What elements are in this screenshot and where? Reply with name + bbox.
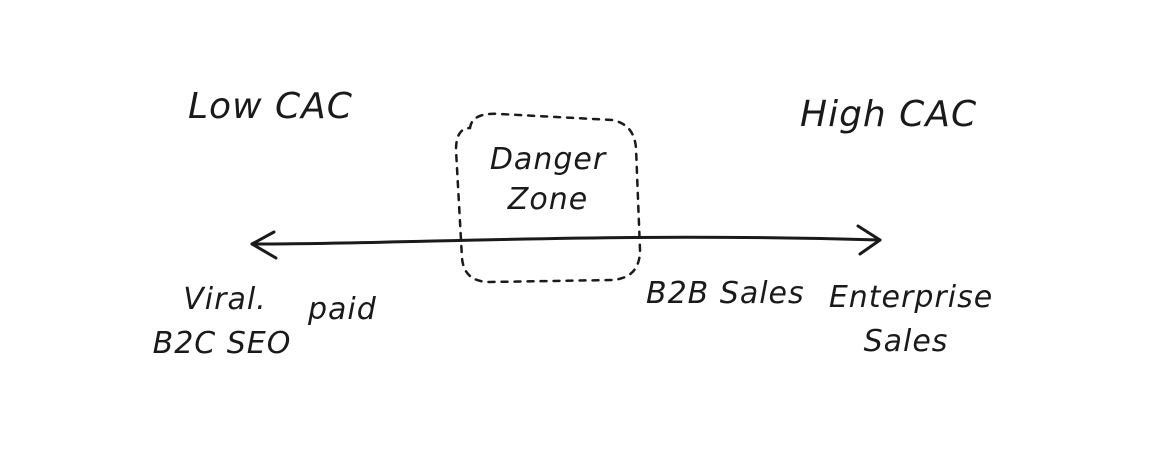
left-arrowhead [250, 230, 278, 260]
viral-label: Viral. [183, 282, 267, 317]
enterprise-sales-label: Sales [863, 324, 949, 359]
enterprise-label: Enterprise [828, 280, 994, 315]
right-arrowhead [856, 224, 882, 256]
b2b-sales-label: B2B Sales [646, 276, 805, 311]
paid-label: paid [308, 292, 377, 327]
high-cac-label: High CAC [800, 94, 978, 135]
low-cac-label: Low CAC [188, 86, 353, 127]
danger-zone-line2: Zone [507, 182, 589, 217]
danger-zone-line1: Danger [489, 142, 607, 177]
danger-zone-box [454, 112, 642, 284]
b2c-seo-label: B2C SEO [152, 326, 292, 361]
spectrum-axis-line [250, 235, 882, 246]
